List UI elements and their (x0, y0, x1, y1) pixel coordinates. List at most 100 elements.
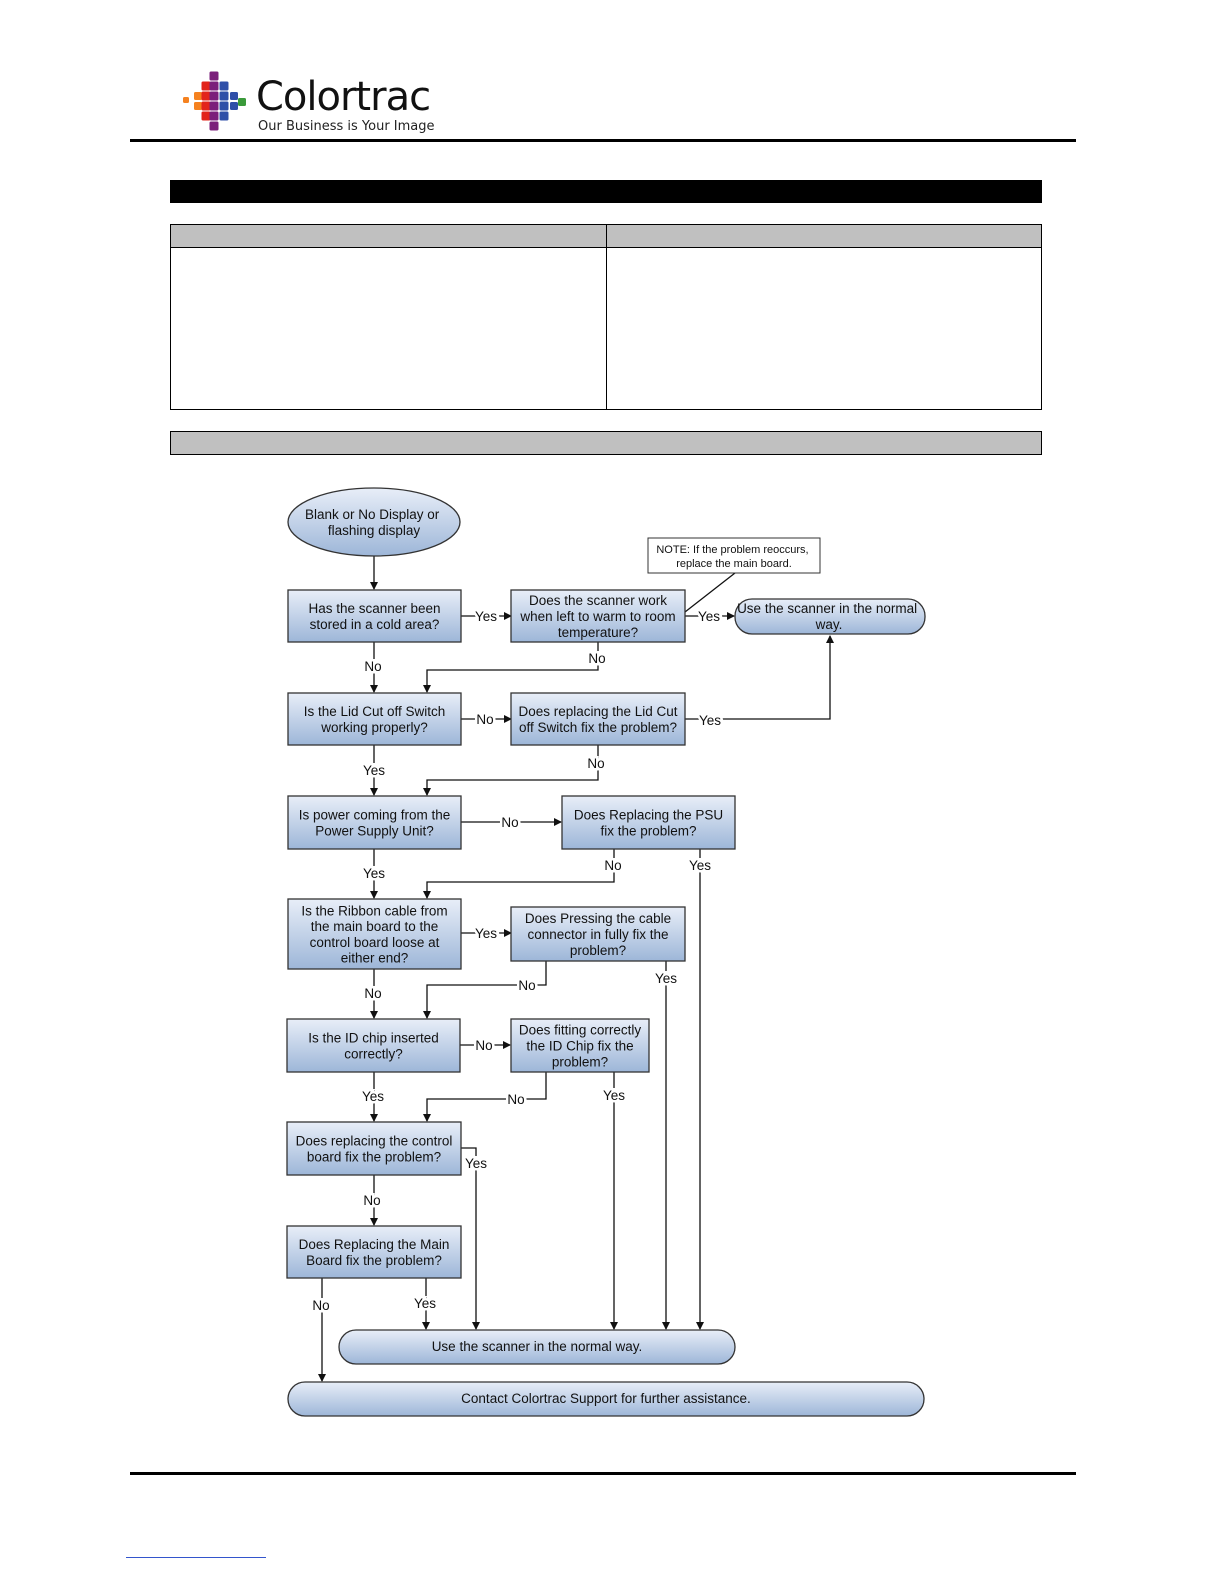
q4-label-line: the main board to the (311, 919, 439, 934)
edge-label-no: No (518, 978, 535, 993)
logo-dot (201, 111, 211, 121)
edge-label-yes: Yes (363, 763, 385, 778)
use-normal-top-node: Use the scanner in the normal way. (734, 598, 926, 635)
edge-label-no: No (363, 1193, 380, 1208)
logo-dot (209, 111, 219, 121)
q1-label-line: stored in a cold area? (310, 617, 440, 632)
q3-label-line: Power Supply Unit? (315, 823, 434, 838)
q5-label-line: correctly? (344, 1046, 403, 1061)
svg-text:NOTE: If the problem reoccurs,: NOTE: If the problem reoccurs, replace t… (656, 544, 811, 570)
q4-label-line: Is the Ribbon cable from (301, 903, 447, 918)
q5b-label-line: the ID Chip fix the (526, 1039, 633, 1054)
edge-label-no: No (364, 986, 381, 1001)
logo-dot (238, 98, 246, 106)
q5b-label-line: Does fitting correctly (519, 1023, 642, 1038)
edge-label-yes: Yes (699, 713, 721, 728)
q6-label-line: Does replacing the control (296, 1134, 453, 1149)
edge-label-no: No (587, 756, 604, 771)
info-table (170, 224, 1042, 410)
q2b-label-line: Does replacing the Lid Cut (518, 704, 677, 719)
q2b-label-line: off Switch fix the problem? (519, 720, 677, 735)
logo-dot (209, 121, 219, 131)
logo-dot (219, 111, 229, 121)
edge-label-yes: Yes (363, 866, 385, 881)
edge-label-no: No (312, 1298, 329, 1313)
edge-label-no: No (588, 651, 605, 666)
logo-dot (219, 81, 229, 91)
contact-support-label: Contact Colortrac Support for further as… (461, 1391, 751, 1406)
q7-label-line: Board fix the problem? (306, 1253, 442, 1268)
logo-dot (219, 91, 229, 101)
q4b-label-line: Does Pressing the cable (525, 911, 671, 926)
q3-label-line: Is power coming from the (299, 808, 451, 823)
q5-label-line: Is the ID chip inserted (308, 1031, 439, 1046)
q3b-label-line: fix the problem? (600, 823, 696, 838)
edge-label-yes: Yes (475, 609, 497, 624)
q1b-label-line: temperature? (558, 625, 638, 640)
start-node-label: Blank or No Display or flashing display (305, 507, 443, 538)
q5b-label-line: problem? (552, 1054, 608, 1069)
contact-support-node: Contact Colortrac Support for further as… (287, 1381, 925, 1417)
logo-name: Colortrac (256, 74, 431, 120)
edge-label-no: No (364, 659, 381, 674)
logo-dot (219, 101, 229, 111)
edge-label-yes: Yes (689, 858, 711, 873)
footer-rule (130, 1472, 1076, 1475)
edge-label-yes: Yes (414, 1296, 436, 1311)
info-table-divider (606, 225, 607, 409)
logo-dot (183, 97, 189, 103)
title-bar (170, 180, 1042, 203)
note-line-1: NOTE: If the problem reoccurs, (656, 544, 808, 556)
q4-label-line: control board loose at (310, 935, 440, 950)
logo-dot (209, 101, 219, 111)
note-line-2: replace the main board. (676, 558, 792, 570)
q2-label-line: Is the Lid Cut off Switch (304, 704, 446, 719)
edge-label-no: No (501, 815, 518, 830)
q2-label-line: working properly? (320, 720, 428, 735)
use-normal-top-line-2: way. (815, 617, 843, 632)
start-node: Blank or No Display or flashing display (287, 487, 461, 557)
q4b-label-line: problem? (570, 943, 626, 958)
q3b-label-line: Does Replacing the PSU (574, 808, 723, 823)
edge-label-no: No (507, 1092, 524, 1107)
logo-dot (201, 81, 211, 91)
edge-label-no: No (604, 858, 621, 873)
logo-dot (230, 92, 238, 100)
q1b-label-line: Does the scanner work (529, 593, 667, 608)
q6-label-line: board fix the problem? (307, 1149, 441, 1164)
logo-dot (194, 102, 202, 110)
svg-text:Use the scanner in the normal: Use the scanner in the normal way. (737, 601, 921, 632)
footer-link-underline (126, 1557, 266, 1558)
q4b-label-line: connector in fully fix the (527, 927, 668, 942)
logo-dot (230, 102, 238, 110)
logo-dot (201, 91, 211, 101)
header-rule (130, 139, 1076, 142)
colortrac-logo-mark (183, 71, 246, 131)
edge-label-yes: Yes (603, 1088, 625, 1103)
q4-label-line: either end? (341, 951, 409, 966)
info-table-header-right (607, 225, 1041, 248)
info-table-header-left (171, 225, 606, 248)
edge-label-yes: Yes (655, 971, 677, 986)
logo-dot (209, 91, 219, 101)
